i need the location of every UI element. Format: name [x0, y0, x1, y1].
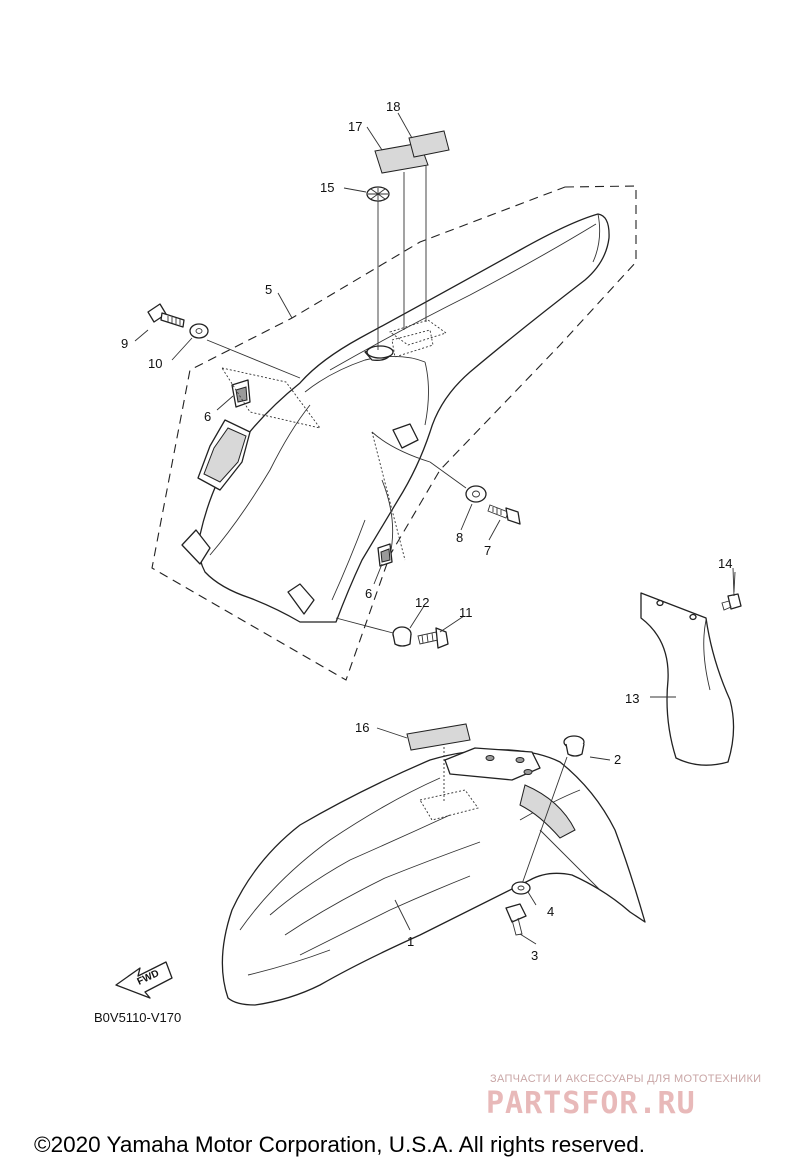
- bolt-upper-left[interactable]: [147, 303, 185, 328]
- callout-11: 11: [459, 605, 473, 620]
- bolt-right[interactable]: [487, 504, 521, 525]
- front-bolt[interactable]: [505, 903, 527, 936]
- callout-4: 4: [547, 904, 554, 919]
- collar-lower[interactable]: [392, 626, 412, 647]
- clip-nut-upper[interactable]: [231, 379, 251, 408]
- callout-8: 8: [456, 530, 463, 545]
- leader-lines: [134, 112, 735, 945]
- front-washer[interactable]: [511, 881, 531, 895]
- fwd-arrow-icon: FWD: [115, 961, 173, 999]
- grommet-15[interactable]: [366, 186, 390, 202]
- callout-3: 3: [531, 948, 538, 963]
- front-decal-16[interactable]: [406, 723, 471, 751]
- watermark-brand: PARTSFOR.RU: [486, 1086, 696, 1121]
- callout-7: 7: [484, 543, 491, 558]
- callout-10: 10: [148, 356, 162, 371]
- callout-16: 16: [355, 720, 369, 735]
- front-collar[interactable]: [563, 735, 585, 757]
- watermark: ЗАПЧАСТИ И АКСЕССУАРЫ ДЛЯ МОТОТЕХНИКИ PA…: [486, 1073, 761, 1121]
- callout-6-upper: 6: [204, 409, 211, 424]
- washer-right[interactable]: [465, 485, 487, 503]
- mud-flap[interactable]: [640, 592, 735, 766]
- washer-upper-left[interactable]: [189, 323, 209, 339]
- callout-13: 13: [625, 691, 639, 706]
- callout-5: 5: [265, 282, 272, 297]
- callout-17: 17: [348, 119, 362, 134]
- bolt-lower[interactable]: [417, 627, 449, 649]
- callout-2: 2: [614, 752, 621, 767]
- callout-14: 14: [718, 556, 732, 571]
- front-fender[interactable]: [221, 747, 646, 1006]
- callout-6-lower: 6: [365, 586, 372, 601]
- copyright-notice: ©2020 Yamaha Motor Corporation, U.S.A. A…: [34, 1132, 645, 1157]
- callout-9: 9: [121, 336, 128, 351]
- rear-fender[interactable]: [181, 213, 610, 623]
- callout-labels: 1 2 3 4 5 6 6 7 8 9 10 11 12 13 14 15 16…: [121, 99, 732, 963]
- callout-1: 1: [407, 934, 414, 949]
- callout-15: 15: [320, 180, 334, 195]
- watermark-tagline: ЗАПЧАСТИ И АКСЕССУАРЫ ДЛЯ МОТОТЕХНИКИ: [490, 1073, 761, 1085]
- clip-nut-lower[interactable]: [377, 543, 393, 567]
- diagram-code: B0V5110-V170: [94, 1010, 181, 1025]
- rear-decal-18[interactable]: [408, 130, 450, 158]
- screw-14[interactable]: [721, 593, 742, 611]
- callout-18: 18: [386, 99, 400, 114]
- callout-12: 12: [415, 595, 429, 610]
